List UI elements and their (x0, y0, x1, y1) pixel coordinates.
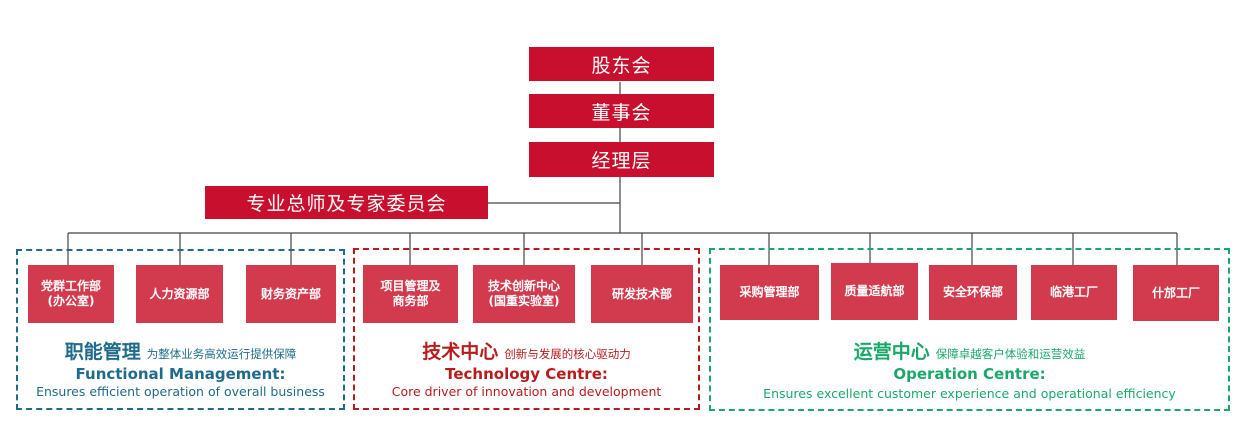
dept-safety-environment: 安全环保部 (929, 265, 1017, 320)
dept-human-resources-label: 人力资源部 (149, 286, 210, 301)
dept-shifang-factory-label: 什邡工厂 (1151, 285, 1200, 300)
operation-group-frame (709, 248, 1230, 411)
functional-group-frame (16, 249, 345, 410)
experts-committee-label: 专业总师及专家委员会 (246, 193, 447, 215)
technology-caption: 技术中心创新与发展的核心驱动力 Technology Centre: Core … (355, 337, 698, 399)
operation-title-row: 运营中心保障卓越客户体验和运营效益 (711, 337, 1228, 364)
operation-title-zh: 运营中心 (853, 341, 930, 363)
functional-caption: 职能管理为整体业务高效运行提供保障 Functional Management:… (18, 337, 343, 399)
technology-subtitle-zh: 创新与发展的核心驱动力 (504, 347, 631, 361)
functional-title-row: 职能管理为整体业务高效运行提供保障 (18, 337, 343, 364)
functional-title-en: Functional Management: (75, 365, 286, 383)
dept-project-business-label: 项目管理及 商务部 (380, 279, 441, 308)
board-box: 董事会 (529, 94, 714, 128)
operation-desc-en: Ensures excellent customer experience an… (763, 386, 1176, 401)
management-box: 经理层 (529, 142, 714, 177)
technology-title-en: Technology Centre: (445, 365, 608, 383)
dept-shifang-factory: 什邡工厂 (1133, 265, 1219, 321)
functional-title-zh: 职能管理 (64, 341, 141, 363)
dept-lingang-factory: 临港工厂 (1031, 265, 1117, 320)
dept-procurement-label: 采购管理部 (739, 285, 800, 299)
dept-finance-assets-label: 财务资产部 (260, 286, 321, 301)
dept-finance-assets: 财务资产部 (246, 265, 336, 323)
technology-group-frame (353, 248, 700, 410)
board-label: 董事会 (591, 101, 652, 124)
dept-quality-airworthiness: 质量适航部 (831, 263, 918, 320)
experts-committee-box: 专业总师及专家委员会 (205, 186, 488, 219)
dept-human-resources: 人力资源部 (136, 265, 223, 323)
operation-caption: 运营中心保障卓越客户体验和运营效益 Operation Centre: Ensu… (711, 337, 1228, 401)
management-label: 经理层 (591, 150, 652, 172)
dept-rnd-technology-label: 研发技术部 (611, 286, 672, 301)
shareholders-label: 股东会 (591, 54, 652, 77)
dept-rnd-technology: 研发技术部 (591, 265, 693, 323)
technology-title-zh: 技术中心 (422, 341, 499, 363)
dept-tech-innovation-label: 技术创新中心 (国重实验室) (487, 279, 560, 308)
dept-safety-environment-label: 安全环保部 (942, 285, 1003, 299)
shareholders-box: 股东会 (529, 47, 714, 81)
dept-quality-airworthiness-label: 质量适航部 (844, 284, 905, 298)
functional-desc-en: Ensures efficient operation of overall b… (36, 384, 325, 399)
technology-title-row: 技术中心创新与发展的核心驱动力 (355, 337, 698, 364)
operation-subtitle-zh: 保障卓越客户体验和运营效益 (935, 347, 1086, 361)
dept-lingang-factory-label: 临港工厂 (1049, 285, 1098, 299)
dept-tech-innovation: 技术创新中心 (国重实验室) (473, 265, 575, 323)
dept-party-office: 党群工作部 (办公室) (28, 265, 114, 323)
dept-procurement: 采购管理部 (720, 265, 819, 320)
dept-project-business: 项目管理及 商务部 (363, 265, 458, 323)
operation-title-en: Operation Centre: (893, 365, 1046, 383)
functional-subtitle-zh: 为整体业务高效运行提供保障 (146, 347, 297, 361)
technology-desc-en: Core driver of innovation and developmen… (391, 384, 662, 399)
dept-party-office-label: 党群工作部 (办公室) (40, 279, 101, 308)
